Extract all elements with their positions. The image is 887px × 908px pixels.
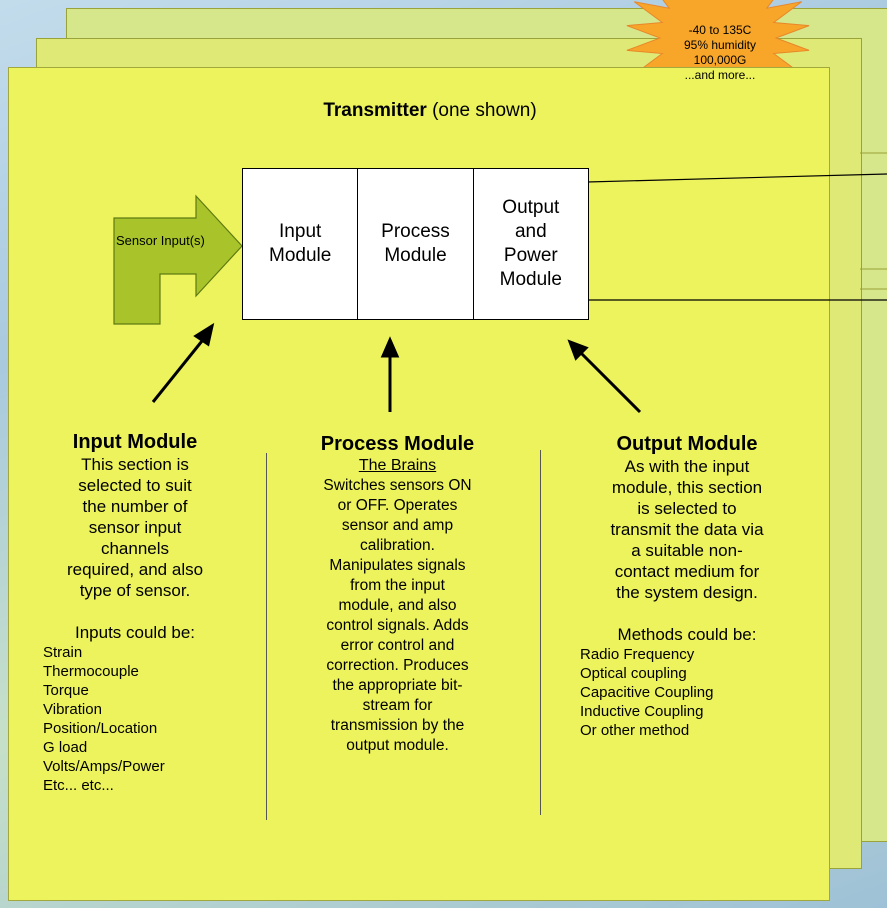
input-module-cell: Input Module (243, 169, 359, 319)
output-module-description: Output Module As with the input module, … (572, 432, 802, 740)
body-line: type of sensor. (79, 581, 191, 600)
body-line: correction. Produces (326, 657, 469, 674)
body-line: required, and also (66, 560, 204, 579)
body-line: or OFF. Operates (337, 497, 458, 514)
process-module-cell: Process Module (358, 169, 474, 319)
starburst-line: -40 to 135C (688, 23, 752, 37)
process-module-subheading: The Brains (358, 457, 437, 474)
body-line: stream for (362, 697, 433, 714)
output-module-body: As with the input module, this section i… (572, 456, 802, 603)
process-module-heading: Process Module (320, 433, 475, 455)
body-line: This section is (81, 455, 189, 474)
list-item: Optical coupling (580, 665, 687, 682)
module-label: Module (384, 245, 447, 266)
body-line: module, this section (611, 478, 763, 497)
starburst-line: 100,000G (693, 53, 747, 67)
list-item: Volts/Amps/Power (43, 758, 165, 775)
body-line: channels (100, 539, 170, 558)
body-line: the appropriate bit- (332, 677, 463, 694)
input-module-heading: Input Module (72, 431, 198, 453)
module-label: Power (503, 245, 558, 266)
module-label: Input (279, 221, 322, 242)
body-line: Manipulates signals (329, 557, 466, 574)
starburst-line: ...and more... (684, 68, 756, 82)
methods-list-heading: Methods could be: (617, 625, 757, 644)
process-module-description: Process Module The Brains Switches senso… (275, 432, 520, 756)
starburst-line: 95% humidity (683, 38, 757, 52)
body-line: module, and also (338, 597, 457, 614)
list-item: Vibration (43, 701, 102, 718)
module-label: Output (502, 197, 560, 218)
title-bold: Transmitter (323, 100, 427, 121)
list-item: G load (43, 739, 88, 756)
body-line: sensor and amp (341, 517, 454, 534)
input-module-body: This section is selected to suit the num… (40, 454, 230, 601)
list-item: Torque (43, 682, 89, 699)
list-item: Inductive Coupling (580, 703, 704, 720)
body-line: from the input (350, 577, 445, 594)
body-line: contact medium for (614, 562, 760, 581)
module-label: Process (381, 221, 450, 242)
inputs-list: Strain Thermocouple Torque Vibration Pos… (40, 643, 230, 795)
process-module-body: Switches sensors ON or OFF. Operates sen… (275, 476, 520, 756)
list-item: Etc... etc... (43, 777, 114, 794)
output-module-heading: Output Module (616, 433, 758, 455)
input-module-description: Input Module This section is selected to… (40, 430, 230, 795)
body-line: Switches sensors ON (323, 477, 472, 494)
methods-list: Radio Frequency Optical coupling Capacit… (572, 645, 802, 740)
inputs-list-heading: Inputs could be: (74, 623, 196, 642)
list-item: Thermocouple (43, 663, 139, 680)
body-line: calibration. (360, 537, 435, 554)
module-label: Module (499, 269, 562, 290)
list-item: Or other method (580, 722, 690, 739)
starburst-text: -40 to 135C 95% humidity 100,000G ...and… (640, 23, 800, 83)
body-line: selected to suit (78, 476, 192, 495)
body-line: is selected to (637, 499, 737, 518)
column-divider-left (266, 453, 267, 820)
module-label: and (514, 221, 547, 242)
output-module-cell: Output and Power Module (474, 169, 588, 319)
list-item: Strain (43, 644, 83, 661)
body-line: the system design. (616, 583, 758, 602)
list-item: Position/Location (43, 720, 158, 737)
body-line: a suitable non- (631, 541, 743, 560)
list-item: Radio Frequency (580, 646, 695, 663)
body-line: sensor input (88, 518, 182, 537)
body-line: output module. (346, 737, 449, 754)
body-line: transmit the data via (610, 520, 764, 539)
body-line: the number of (82, 497, 188, 516)
body-line: transmission by the (330, 717, 465, 734)
title-rest: (one shown) (426, 100, 537, 121)
module-box: Input Module Process Module Output and P… (242, 168, 589, 320)
column-divider-right (540, 450, 541, 815)
body-line: error control and (340, 637, 455, 654)
module-label: Module (269, 245, 332, 266)
body-line: control signals. Adds (326, 617, 469, 634)
body-line: As with the input (624, 457, 750, 476)
sensor-input-label: Sensor Input(s) (116, 233, 205, 248)
diagram-title: Transmitter (one shown) (200, 100, 660, 122)
list-item: Capacitive Coupling (580, 684, 714, 701)
